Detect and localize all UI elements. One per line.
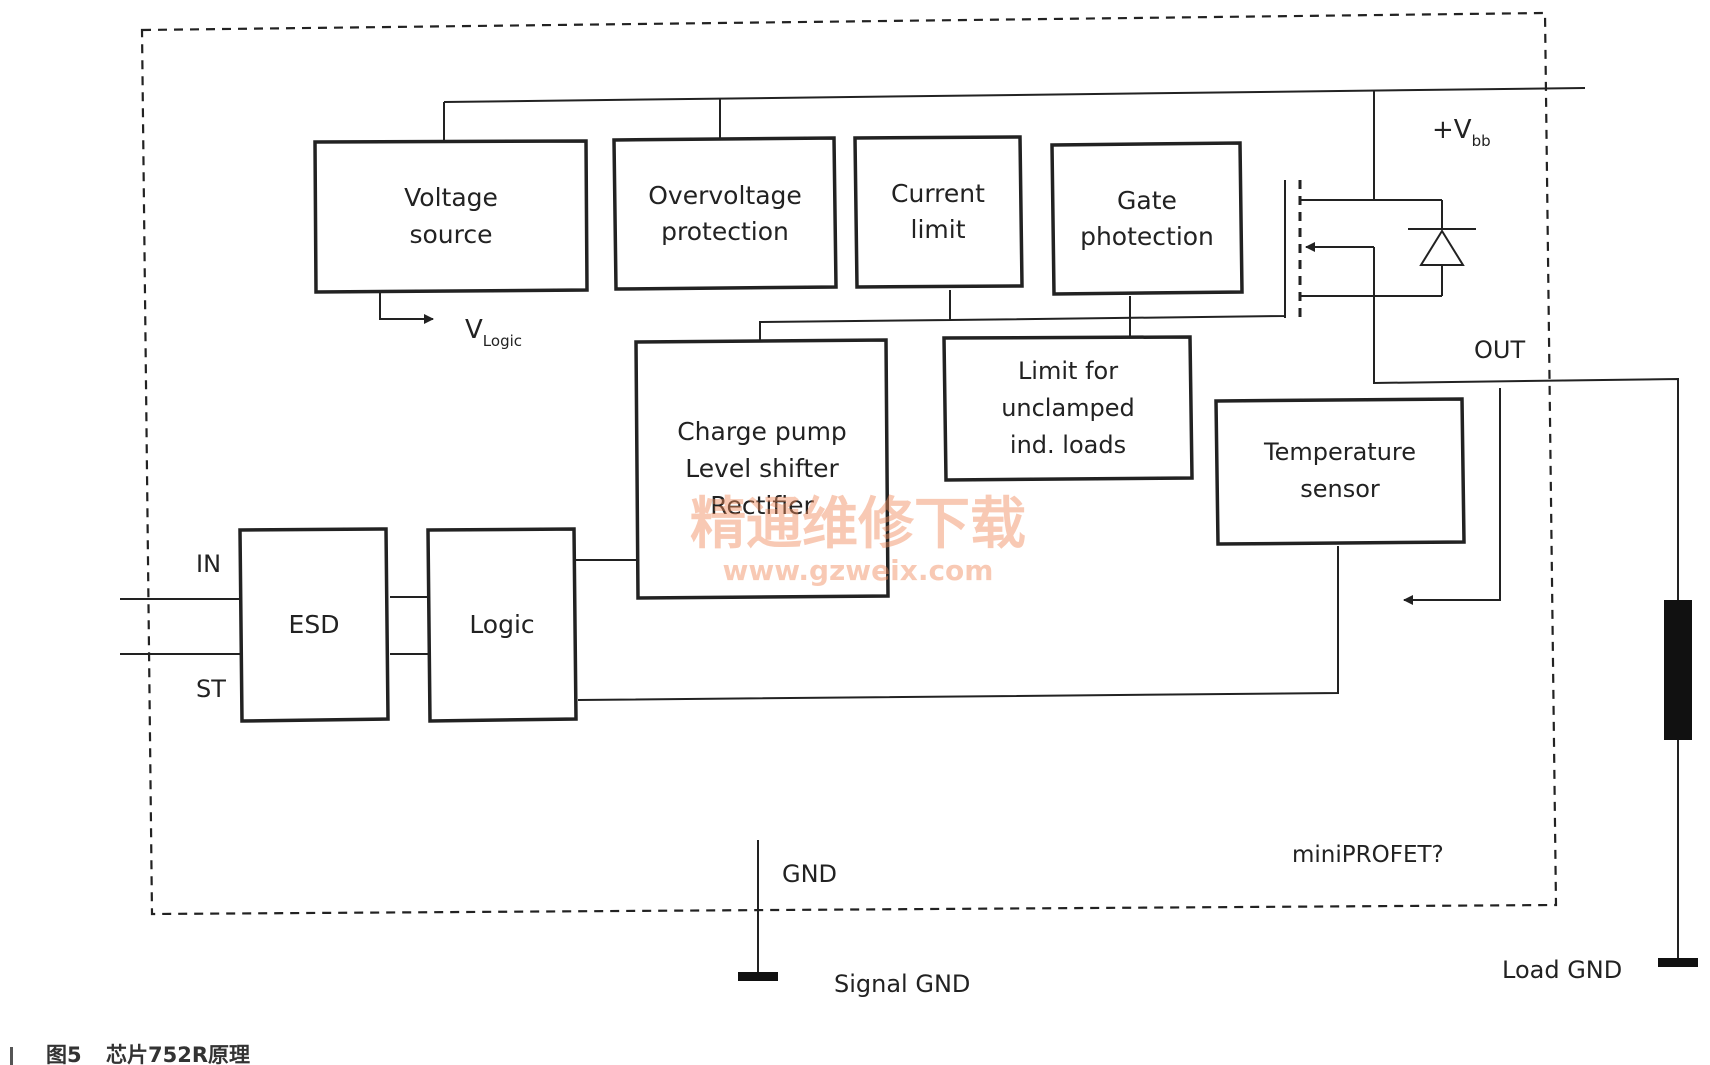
diode-icon (1419, 229, 1465, 266)
out-feedback-arrow (1403, 388, 1501, 605)
gnd-label: GND (782, 860, 837, 888)
in-label: IN (196, 550, 221, 578)
limit-unclamped-label-1: Limit for (1018, 357, 1118, 385)
charge-pump-label-1: Charge pump (677, 417, 847, 446)
mosfet-source-lead (1373, 247, 1679, 600)
chip-name-label: miniPROFET? (1292, 842, 1444, 868)
temperature-to-logic-wire (577, 546, 1339, 701)
limit-unclamped-label-3: ind. loads (1010, 431, 1126, 459)
vbb-rail (443, 87, 1586, 103)
out-label: OUT (1474, 336, 1525, 364)
watermark-cn: 精通维修下载 (690, 491, 1026, 557)
limit-unclamped-label-2: unclamped (1001, 394, 1135, 422)
voltage-source-label-2: source (409, 220, 492, 249)
gate-protection-label-1: Gate (1117, 186, 1177, 215)
vlogic-arrow (379, 292, 434, 324)
temperature-sensor-label-2: sensor (1300, 475, 1380, 503)
current-limit-label-2: limit (911, 215, 966, 244)
temperature-sensor-label-1: Temperature (1263, 438, 1416, 466)
overvoltage-label-1: Overvoltage (648, 181, 802, 210)
watermark-url: www.gzweix.com (723, 554, 994, 587)
st-label: ST (196, 675, 226, 703)
signal-gnd-symbol (738, 972, 778, 981)
load-gnd-symbol (1658, 958, 1698, 967)
logic-block: Logic (426, 527, 578, 723)
caption-text: 芯片752R原理 (106, 1043, 250, 1065)
gate-protection-label-2: photection (1080, 222, 1214, 251)
gate-protection-block: Gate photection (1050, 141, 1244, 296)
vlogic-label: VLogic (465, 315, 522, 350)
esd-label: ESD (289, 610, 340, 639)
current-limit-label-1: Current (891, 179, 985, 208)
signal-gnd-label: Signal GND (834, 970, 970, 998)
vbb-label: +Vbb (1432, 115, 1491, 150)
current-limit-to-charge-pump-wire (759, 290, 951, 342)
chip-boundary (140, 11, 1558, 916)
overvoltage-label-2: protection (661, 217, 789, 246)
charge-pump-block: Charge pump Level shifter Rectifier (634, 338, 890, 600)
charge-pump-label-3: Rectifier (710, 491, 814, 520)
charge-pump-label-2: Level shifter (685, 454, 839, 483)
overvoltage-protection-block: Overvoltage protection (612, 136, 838, 291)
load-resistor (1664, 600, 1692, 740)
limit-unclamped-block: Limit for unclamped ind. loads (942, 335, 1194, 482)
voltage-source-label-1: Voltage (404, 183, 498, 212)
current-limit-block: Current limit (853, 135, 1024, 289)
logic-label: Logic (469, 610, 534, 639)
caption-figure-number: 图5 (46, 1043, 82, 1065)
esd-block: ESD (238, 527, 390, 723)
temperature-sensor-block: Temperature sensor (1214, 397, 1466, 546)
voltage-source-block: Voltage source (313, 139, 589, 294)
caption-marker (10, 1047, 13, 1065)
load-gnd-label: Load GND (1502, 956, 1622, 984)
